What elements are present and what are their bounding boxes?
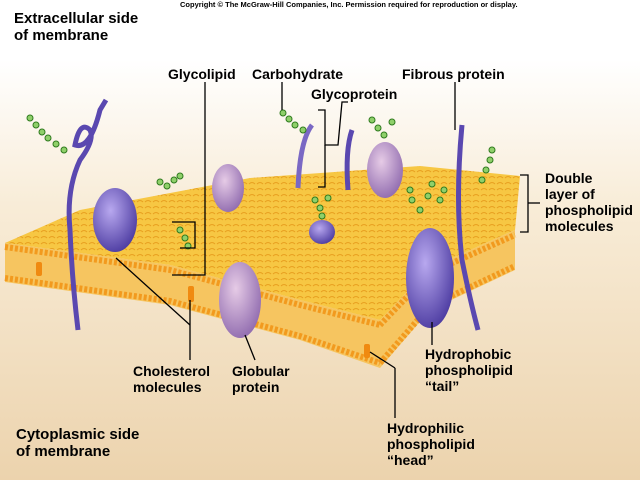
fibrous-protein-right [456, 124, 481, 331]
label-fibrous-protein: Fibrous protein [402, 66, 505, 82]
small-protein [309, 220, 335, 244]
globular-protein [219, 262, 261, 338]
membrane-front-cross-section [5, 243, 380, 368]
glycoprotein-large [406, 228, 454, 328]
label-glycolipid: Glycolipid [168, 66, 236, 82]
leader-lines [115, 82, 540, 418]
fibrous-protein-left [66, 98, 109, 331]
label-carbohydrate: Carbohydrate [252, 66, 344, 82]
copyright-notice: Copyright © The McGraw-Hill Companies, I… [180, 0, 518, 9]
integral-protein [93, 188, 137, 252]
carbohydrate-chains [26, 109, 496, 250]
glycoprotein-back [367, 142, 403, 198]
globular-protein-back [212, 164, 244, 212]
label-glycoprotein: Glycoprotein [311, 86, 398, 102]
